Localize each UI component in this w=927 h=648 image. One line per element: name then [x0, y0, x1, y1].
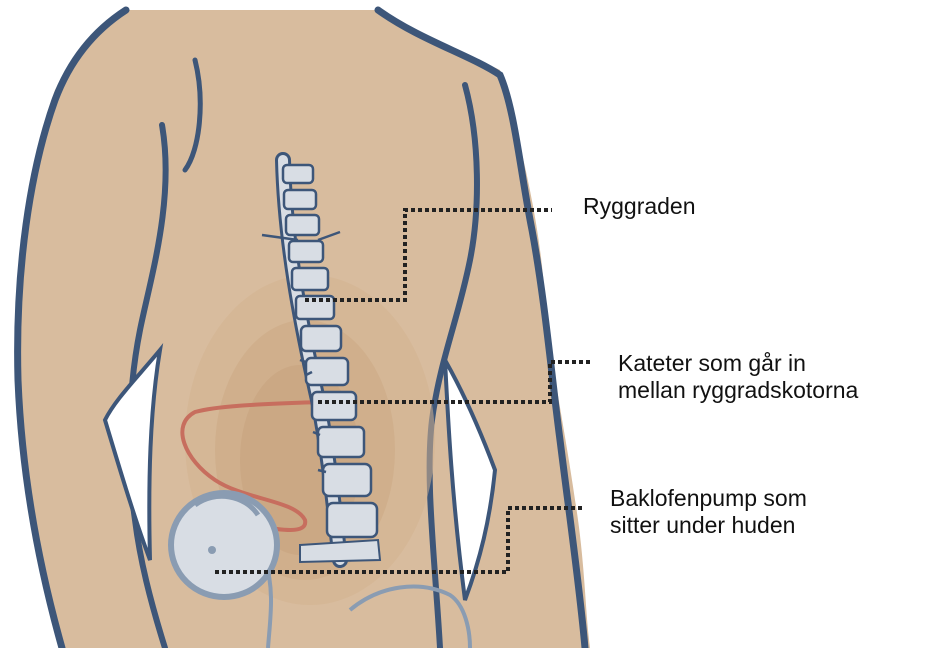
baclofen-pump: [171, 493, 277, 597]
callout-spine-label: Ryggraden: [583, 193, 696, 220]
callout-spine-line1: Ryggraden: [583, 193, 696, 220]
callout-catheter-line2: mellan ryggradskotorna: [618, 377, 858, 404]
callout-pump-line2: sitter under huden: [610, 512, 807, 539]
pump-port: [208, 546, 216, 554]
callout-pump-line1: Baklofenpump som: [610, 485, 807, 512]
callout-catheter-line1: Kateter som går in: [618, 350, 858, 377]
callout-pump-label: Baklofenpump som sitter under huden: [610, 485, 807, 539]
callout-catheter-label: Kateter som går in mellan ryggradskotorn…: [618, 350, 858, 404]
